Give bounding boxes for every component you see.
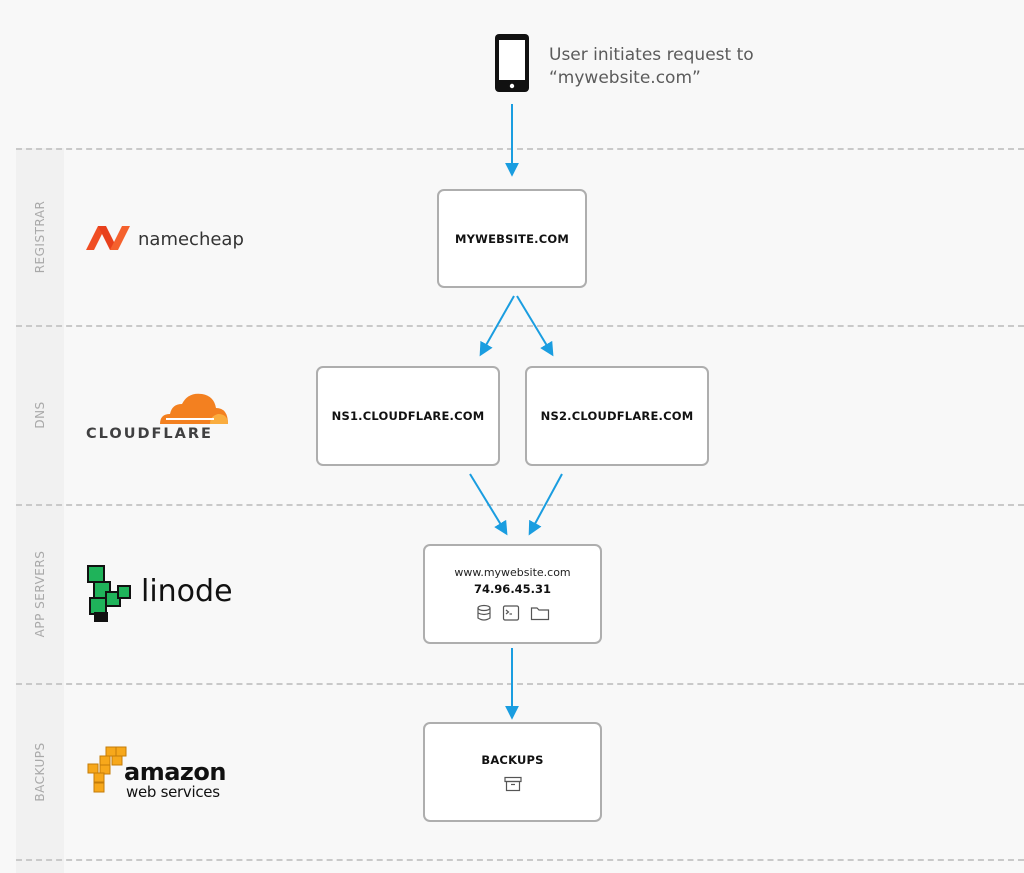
server-hostname: www.mywebsite.com xyxy=(454,566,571,579)
backups-title: BACKUPS xyxy=(481,752,544,767)
user-request-text: User initiates request to “mywebsite.com… xyxy=(549,45,754,88)
aws-wordmark: amazon xyxy=(124,758,226,786)
server-ip: 74.96.45.31 xyxy=(473,582,552,596)
arrow-ns1-to-server xyxy=(469,473,508,536)
band-divider xyxy=(16,683,1024,685)
folder-icon xyxy=(530,607,549,621)
arrow-registrar-to-ns2 xyxy=(516,295,554,357)
namecheap-logo-icon xyxy=(86,226,130,250)
archive-box-icon xyxy=(503,776,522,791)
aws-boxes-icon xyxy=(87,746,127,793)
cloudflare-cloud-icon xyxy=(160,393,228,424)
ns2-node: NS2.CLOUDFLARE.COM xyxy=(525,366,709,466)
ns1-node: NS1.CLOUDFLARE.COM xyxy=(316,366,500,466)
database-icon xyxy=(476,604,491,621)
band-divider xyxy=(16,148,1024,150)
band-divider xyxy=(16,325,1024,327)
backups-node: BACKUPS xyxy=(423,722,602,822)
aws-subwordmark: web services xyxy=(126,783,220,801)
cloudflare-wordmark: CLOUDFLARE xyxy=(86,426,213,442)
ns1-title: NS1.CLOUDFLARE.COM xyxy=(331,409,485,423)
arrow-ns2-to-server xyxy=(528,473,563,536)
band-divider xyxy=(16,504,1024,506)
band-label-column xyxy=(16,148,64,873)
linode-cube-icon xyxy=(87,565,131,622)
registrar-domain-title: MYWEBSITE.COM xyxy=(455,231,569,246)
namecheap-wordmark: namecheap xyxy=(138,229,244,250)
band-divider xyxy=(16,859,1024,861)
ns2-title: NS2.CLOUDFLARE.COM xyxy=(540,409,694,423)
linode-wordmark: linode xyxy=(141,574,233,609)
smartphone-icon xyxy=(495,34,529,92)
registrar-domain-node: MYWEBSITE.COM xyxy=(437,189,587,288)
app-server-node: www.mywebsite.com 74.96.45.31 xyxy=(423,544,602,644)
terminal-icon xyxy=(502,605,519,621)
arrow-registrar-to-ns1 xyxy=(479,295,515,357)
